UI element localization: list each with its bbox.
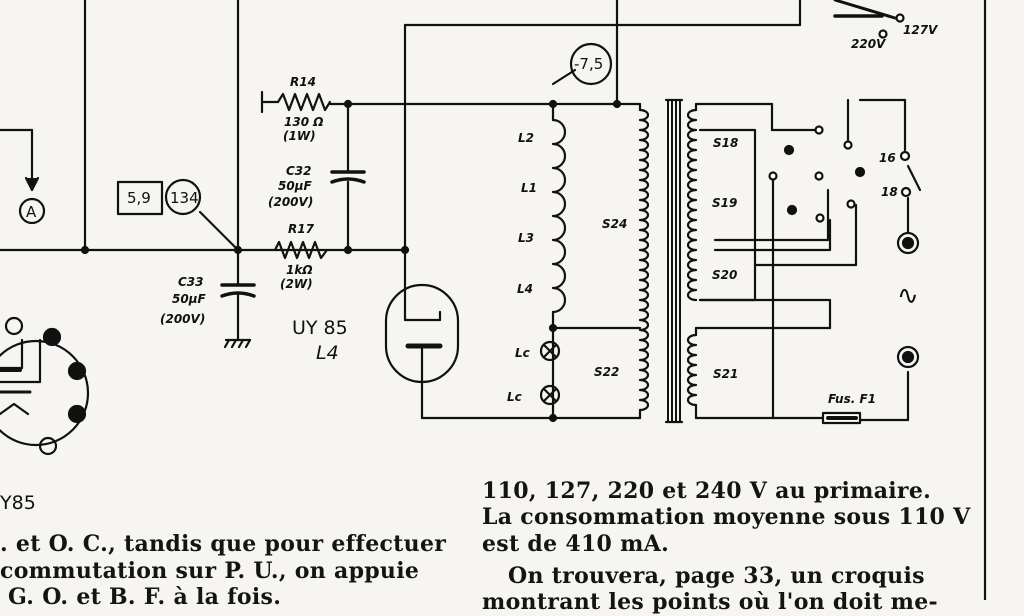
label-C32-voltage: (200V) [268,195,313,209]
label-C33-voltage: (200V) [160,312,205,326]
label-tap-18: 18 [881,185,898,199]
label-S22: S22 [594,365,619,379]
left-text-line-3: G. O. et B. F. à la fois. [8,584,282,610]
label-R14-value: 130 Ω [284,115,323,129]
ammeter-symbol [18,176,46,225]
label-L1: L1 [521,181,537,195]
label-R14-power: (1W) [283,129,316,143]
pilot-lamps [539,340,561,406]
label-5-9: 5,9 [127,189,151,207]
label-S24: S24 [602,217,627,231]
rectifier-tube-UY85 [384,283,642,420]
resistor-R17 [273,240,329,260]
label-C32: C32 [286,164,312,178]
right-text-line-1: 110, 127, 220 et 240 V au primaire. [482,478,932,504]
label-S21: S21 [713,367,738,381]
transformer-primary [686,102,832,420]
left-text-line-1: . et O. C., tandis que pour effectuer [0,531,447,557]
transformer-core [664,98,684,424]
label-C33-value: 50μF [172,292,207,306]
transformer-secondary [638,102,650,420]
capacitor-C32 [330,170,366,184]
label-R17-value: 1kΩ [286,263,313,277]
label-tube-UY85: UY 85 [292,317,348,339]
power-supply-schematic: R14 130 Ω (1W) C32 50μF (200V) R17 1kΩ (… [0,0,987,600]
label-minus-7-5: -7,5 [574,55,603,73]
wires [0,0,987,600]
label-S20: S20 [712,268,737,282]
label-L3: L3 [518,231,534,245]
label-L4: L4 [517,282,533,296]
label-S19: S19 [712,196,737,210]
label-ac-symbol: ∿ [897,281,919,311]
label-meter-A: A [26,203,37,221]
left-text-line-2: commutation sur P. U., on appuie [0,558,420,584]
fuse-F1 [821,411,862,425]
resistor-R14 [260,90,332,114]
label-L2: L2 [518,131,534,145]
label-Lc-2: Lc [507,390,522,404]
capacitor-C33 [220,283,256,349]
label-220V: 220V [851,37,887,51]
right-text-line-2: La consommation moyenne sous 110 V [482,504,971,530]
label-fuse-F1: Fus. F1 [828,392,876,406]
selector-contacts [768,13,912,223]
label-S18: S18 [713,136,738,150]
label-127V: 127V [903,23,939,37]
voltage-selector-wiring [694,0,922,422]
label-left-tube: Y85 [0,492,36,514]
right-text-line-3: est de 410 mA. [482,531,670,557]
label-Lc-1: Lc [515,346,530,360]
label-R17-power: (2W) [280,277,313,291]
left-tube-socket [0,316,90,456]
label-R14: R14 [290,75,316,89]
label-R17: R17 [288,222,315,236]
right-text-line-5: montrant les points où l'on doit me- [482,589,938,615]
voltage-markers [116,42,613,216]
label-tube-L4: L4 [316,342,339,364]
label-C32-value: 50μF [278,179,313,193]
label-C33: C33 [178,275,204,289]
junctions [80,99,622,423]
label-134: 134 [170,189,199,207]
label-tap-16: 16 [879,151,896,165]
right-text-line-4: On trouvera, page 33, un croquis [508,563,925,589]
mains-jacks [896,231,920,369]
